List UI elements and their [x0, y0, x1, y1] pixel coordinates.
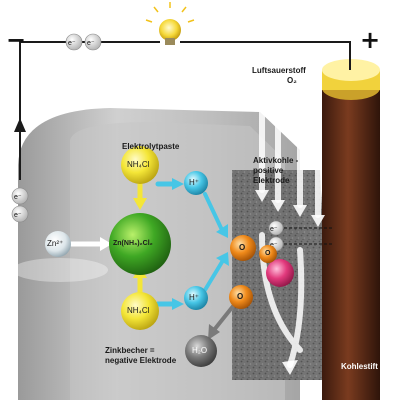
electron-label: e⁻ [270, 242, 278, 249]
wire-electrons: e⁻ e⁻ e⁻ e⁻ [11, 33, 102, 223]
zinc-complex [109, 213, 171, 275]
zinc-cup-inner-wall [70, 122, 285, 400]
ammonium-chloride-bottom-label: NH₄Cl [127, 306, 150, 315]
negative-terminal-sign: − [6, 26, 27, 54]
manganese-atom [266, 259, 294, 287]
label-kohlestift: Kohlestift [341, 362, 378, 371]
positive-terminal-sign: + [360, 26, 381, 54]
hydrogen-ion-top-label: H⁺ [189, 178, 199, 187]
water-molecule [185, 335, 217, 367]
label-aktivkohle-2: positive [253, 166, 284, 175]
label-o2: O₂ [287, 76, 297, 85]
label-zinkbecher-1: Zinkbecher = [105, 346, 155, 355]
zinc-complex-label: Zn(NH₃)₂Cl₂ [113, 240, 153, 247]
electron-label: e⁻ [68, 40, 76, 47]
hydrogen-ion-top [184, 171, 208, 195]
label-zinkbecher-2: negative Elektrode [105, 356, 177, 365]
electron-label: e⁻ [270, 226, 278, 233]
water-label: H₂O [192, 346, 208, 355]
circuit-wire [19, 41, 351, 180]
electron-label: e⁻ [14, 212, 22, 219]
oxygen-atom-right [259, 245, 277, 263]
zinc-cup-rim [12, 258, 108, 282]
zinc-ion-label: Zn²⁺ [47, 239, 64, 248]
air-oxygen-arrows [259, 67, 321, 368]
ammonium-chloride-top-label: NH₄Cl [127, 160, 150, 169]
label-aktivkohle-3: Elektrode [253, 176, 290, 185]
oxygen-atom-top [230, 235, 256, 261]
light-bulb-icon [145, 2, 195, 45]
label-luftsauerstoff: Luftsauerstoff [252, 66, 306, 75]
electron-label: e⁻ [14, 194, 22, 201]
electron-label: e⁻ [87, 40, 95, 47]
air-oxygen-arrowheads [255, 190, 325, 375]
ammonium-chloride-top [121, 146, 159, 184]
oxygen-bottom-label: O [237, 292, 244, 301]
label-aktivkohle-1: Aktivkohle - [253, 156, 299, 165]
ammonium-chloride-bottom [121, 292, 159, 330]
oxygen-top-label: O [239, 243, 246, 252]
oxygen-right-label: O [265, 250, 271, 257]
oxygen-atom-bottom [229, 285, 253, 309]
hydrogen-ion-bottom-label: H⁺ [189, 293, 199, 302]
zinc-ion [45, 231, 71, 257]
wire-arrow-up [14, 118, 26, 132]
hydrogen-ion-bottom [184, 286, 208, 310]
label-elektrolytpaste: Elektrolytpaste [122, 142, 180, 151]
